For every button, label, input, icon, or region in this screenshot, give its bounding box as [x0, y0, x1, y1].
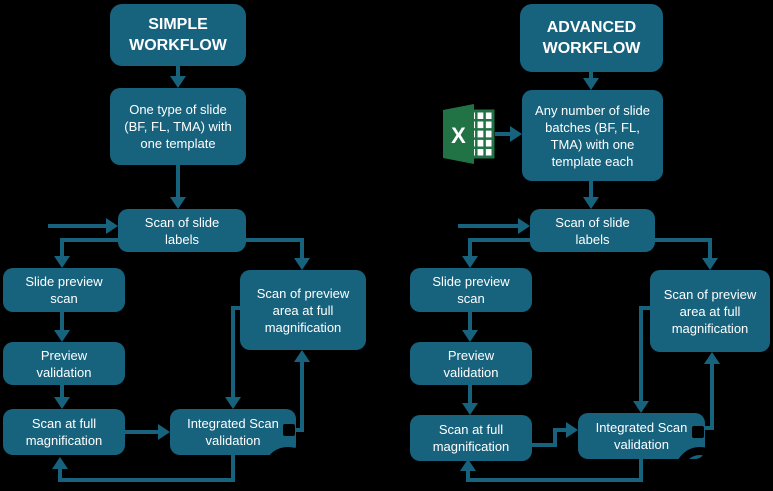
connector-line — [60, 238, 118, 242]
arrowhead-down — [54, 397, 70, 409]
connector-line — [246, 238, 304, 242]
connector-line — [703, 426, 714, 430]
connector-line — [466, 478, 643, 482]
connector-line — [468, 238, 472, 256]
connector-line — [176, 66, 180, 76]
arrowhead-down — [225, 397, 241, 409]
loop-arrow-icon — [675, 447, 725, 491]
arrowhead-down — [702, 258, 718, 270]
advanced-node-scan-preview-area: Scan of preview area at full magnificati… — [650, 270, 770, 352]
arrowhead-right — [158, 424, 170, 440]
arrowhead-down — [54, 256, 70, 268]
arrowhead-up — [704, 352, 720, 364]
simple-node-slide-preview-scan: Slide preview scan — [3, 268, 125, 312]
arrowhead-down — [462, 330, 478, 342]
connector-line — [176, 165, 180, 197]
connector-line — [231, 306, 241, 310]
connector-line — [231, 455, 235, 482]
arrowhead-up — [52, 457, 68, 469]
connector-line — [553, 428, 557, 447]
arrowhead-down — [583, 78, 599, 90]
connector-line — [58, 469, 62, 482]
connector-line — [655, 238, 712, 242]
connector-line — [60, 312, 64, 330]
excel-icon: X — [443, 104, 495, 164]
connector-line — [468, 312, 472, 330]
simple-node-preview-validation: Preview validation — [3, 342, 125, 385]
connector-line — [495, 132, 510, 136]
arrowhead-right — [518, 218, 530, 234]
connector-line — [710, 364, 714, 430]
simple-node-scan-full-magnification: Scan at full magnification — [3, 409, 125, 455]
loop-arrow-icon — [692, 426, 704, 438]
simple-node-scan-labels: Scan of slide labels — [118, 209, 246, 252]
connector-line — [639, 306, 651, 310]
connector-line — [125, 430, 158, 434]
connector-line — [708, 238, 712, 258]
arrowhead-down — [583, 197, 599, 209]
simple-node-source: One type of slide (BF, FL, TMA) with one… — [110, 88, 246, 165]
connector-line — [300, 238, 304, 258]
simple-node-scan-preview-area: Scan of preview area at full magnificati… — [240, 270, 366, 350]
connector-line — [60, 385, 64, 397]
connector-line — [458, 224, 518, 228]
advanced-node-source: Any number of slide batches (BF, FL, TMA… — [522, 90, 663, 181]
connector-line — [553, 428, 566, 432]
advanced-workflow-title: ADVANCED WORKFLOW — [520, 4, 663, 72]
simple-workflow-title: SIMPLE WORKFLOW — [110, 4, 246, 66]
arrowhead-down — [170, 76, 186, 88]
connector-line — [589, 72, 593, 80]
connector-line — [48, 224, 106, 228]
excel-x-letter: X — [451, 123, 466, 148]
connector-line — [300, 362, 304, 432]
simple-node-integrated-scan-validation: Integrated Scan validation — [170, 409, 296, 455]
connector-line — [468, 385, 472, 403]
connector-line — [294, 428, 304, 432]
arrowhead-up — [294, 350, 310, 362]
arrowhead-down — [294, 258, 310, 270]
advanced-node-scan-labels: Scan of slide labels — [530, 209, 655, 252]
advanced-node-scan-full-magnification: Scan at full magnification — [410, 415, 532, 461]
arrowhead-down — [462, 403, 478, 415]
loop-arrow-icon — [263, 447, 313, 491]
connector-line — [58, 478, 235, 482]
connector-line — [639, 306, 643, 401]
arrowhead-up — [460, 459, 476, 471]
connector-line — [532, 443, 557, 447]
connector-line — [60, 238, 64, 256]
advanced-node-slide-preview-scan: Slide preview scan — [410, 268, 532, 312]
arrowhead-down — [462, 256, 478, 268]
arrowhead-down — [633, 401, 649, 413]
connector-line — [468, 238, 530, 242]
loop-arrow-icon — [283, 424, 295, 436]
connector-line — [589, 181, 593, 197]
arrowhead-down — [170, 197, 186, 209]
connector-line — [231, 306, 235, 397]
arrowhead-right — [510, 126, 522, 142]
arrowhead-right — [106, 218, 118, 234]
arrowhead-right — [566, 422, 578, 438]
connector-line — [466, 471, 470, 482]
arrowhead-down — [54, 330, 70, 342]
advanced-node-preview-validation: Preview validation — [410, 342, 532, 385]
connector-line — [639, 459, 643, 482]
